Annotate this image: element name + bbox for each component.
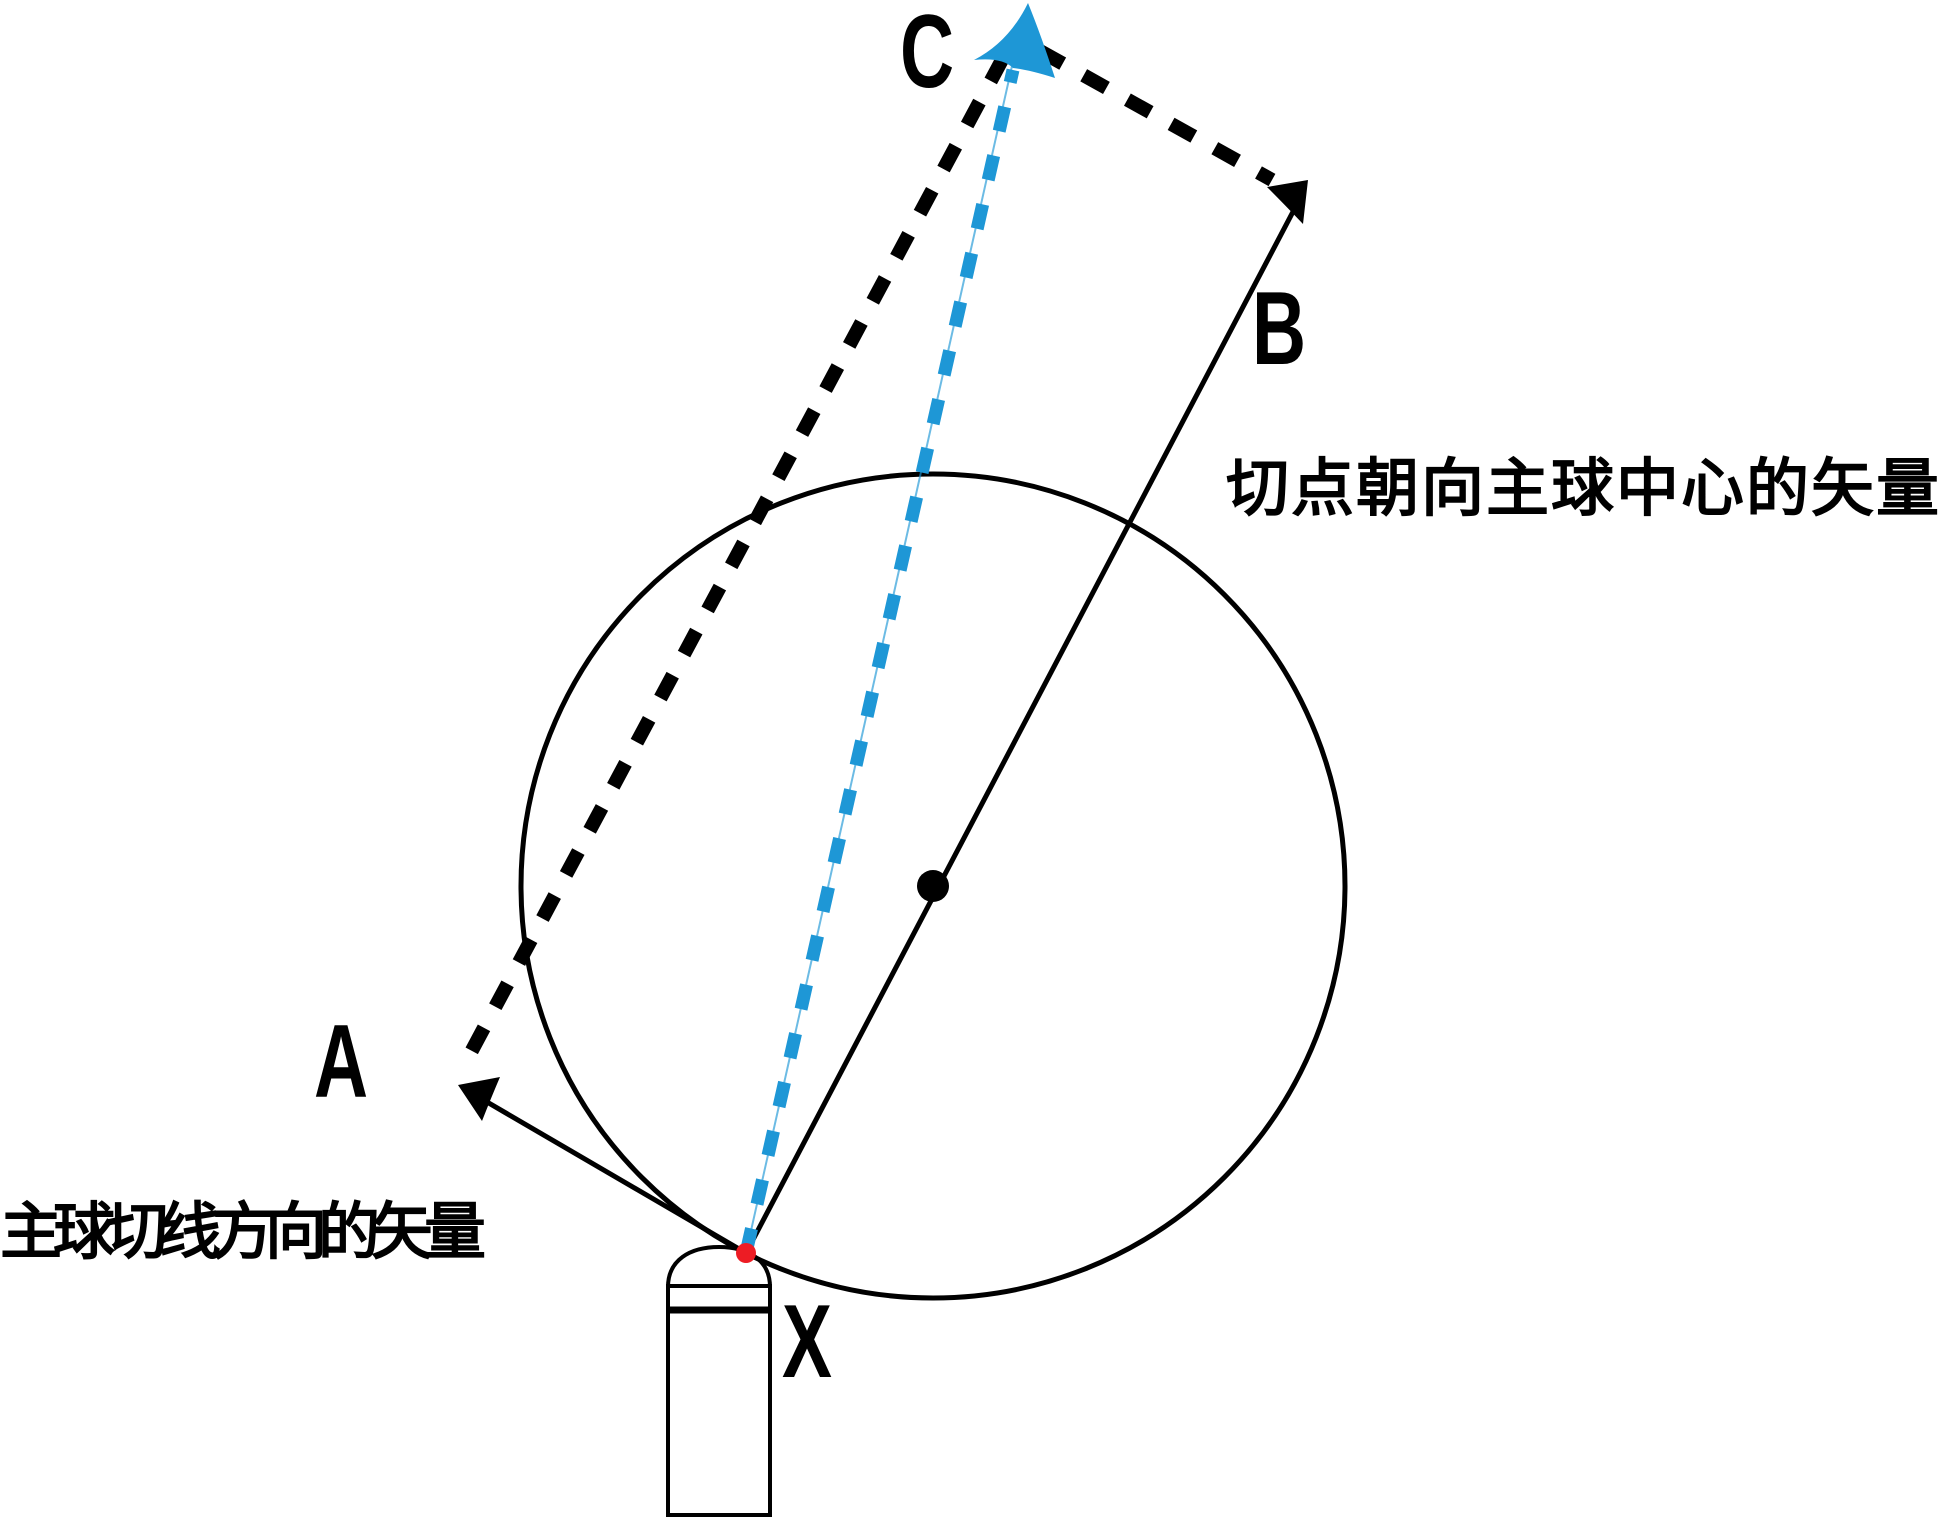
tangent-point-dot (736, 1243, 756, 1263)
vector-a-line (473, 1092, 748, 1256)
ball-circle (518, 471, 1348, 1301)
resultant-arrowhead-icon (974, 3, 1055, 78)
cue-stick-shaft (666, 1284, 772, 1517)
vector-a-arrowhead-icon (458, 1077, 500, 1121)
caption-tangent-direction-vector: 主球切线方向的矢量 (0, 1198, 486, 1267)
label-b: B (1252, 271, 1307, 387)
vector-b-arrowhead-icon (1267, 180, 1308, 224)
label-a: A (314, 1004, 369, 1120)
cue-stick (666, 1244, 772, 1517)
label-x: X (782, 1284, 832, 1400)
parallelogram-side-left-dashed (463, 54, 1010, 1058)
vector-b-line (743, 204, 1299, 1255)
caption-toward-center-vector: 切点朝向主球中心的矢量 (1226, 454, 1941, 524)
parallelogram-side-right-dashed (1036, 44, 1276, 187)
resultant-vector-dashed-line (739, 68, 1020, 1255)
label-c: C (900, 0, 955, 110)
